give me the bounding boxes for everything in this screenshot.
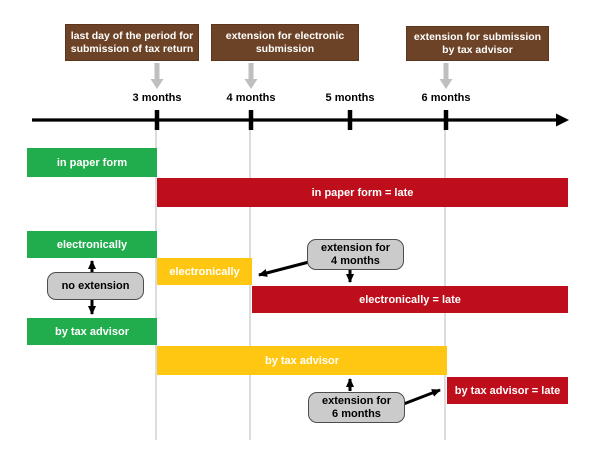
- guide-arrow-4-months-icon: [244, 63, 258, 89]
- bar-advisor-late: by tax advisor = late: [447, 377, 568, 404]
- callout-extension-4-months: extension for 4 months: [307, 239, 404, 270]
- gridline-3-months: [155, 128, 157, 440]
- guide-arrow-3-months-icon: [150, 63, 164, 89]
- timeline-arrow-icon: [556, 113, 569, 127]
- bar-paper-on-time: in paper form: [27, 148, 157, 177]
- extension-4-months-left-arrow-icon: [258, 260, 310, 277]
- bar-advisor-on-time: by tax advisor: [27, 318, 157, 345]
- guide-arrow-6-months-icon: [439, 63, 453, 89]
- gridline-6-months: [444, 128, 446, 440]
- bar-electronic-on-time: electronically: [27, 231, 157, 258]
- bar-electronic-extended: electronically: [157, 258, 252, 285]
- tick-label-4-months: 4 months: [226, 92, 276, 104]
- tick-label-6-months: 6 months: [421, 92, 471, 104]
- tick-label-5-months: 5 months: [325, 92, 375, 104]
- event-box-last-day: last day of the period for submission of…: [65, 24, 199, 61]
- callout-extension-6-months: extension for 6 months: [308, 392, 405, 423]
- bar-advisor-extended: by tax advisor: [157, 346, 447, 375]
- tick-label-3-months: 3 months: [132, 92, 182, 104]
- event-box-electronic-extension: extension for electronic submission: [211, 24, 359, 61]
- callout-no-extension: no extension: [47, 272, 144, 300]
- event-box-advisor-extension: extension for submission by tax advisor: [406, 26, 549, 61]
- bar-electronic-late: electronically = late: [252, 286, 568, 313]
- bar-paper-late: in paper form = late: [157, 178, 568, 207]
- extension-6-months-right-arrow-icon: [400, 388, 441, 407]
